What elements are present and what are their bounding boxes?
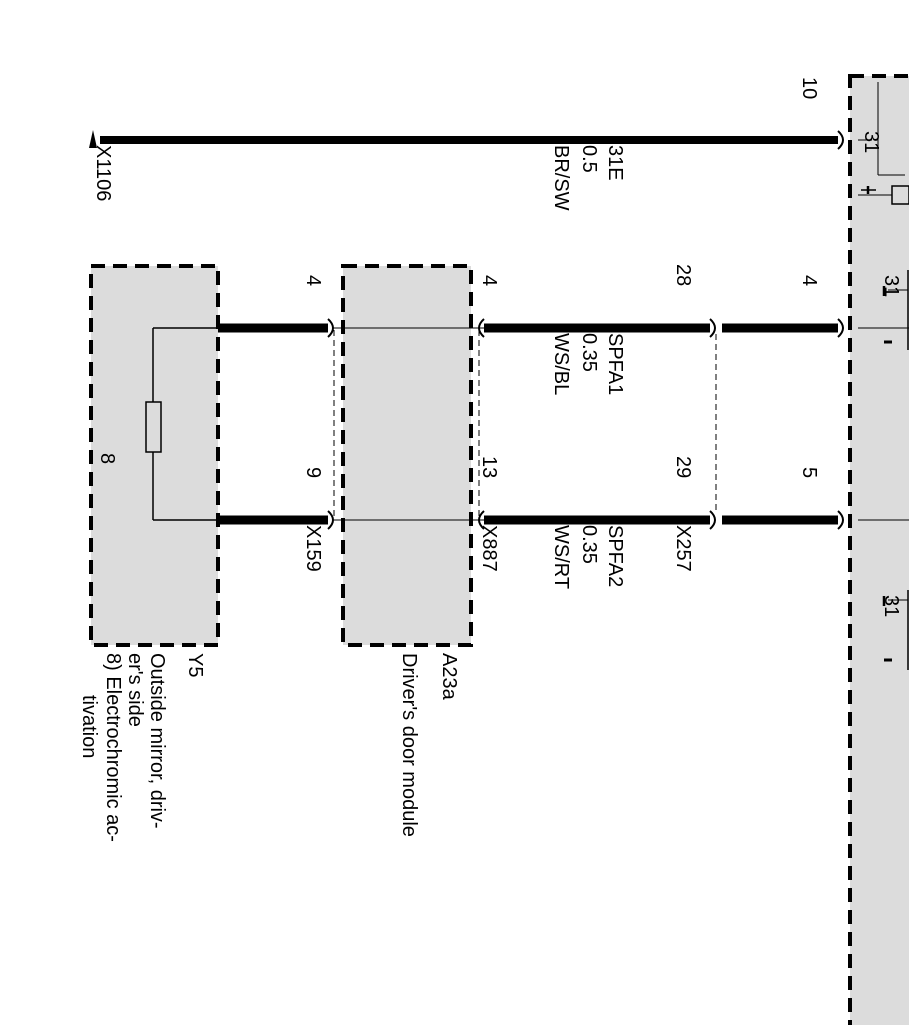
x159-pin-4: 4: [302, 275, 324, 286]
ecu-pin-top: 10: [798, 77, 820, 99]
wire-color-label: BR/SW: [550, 145, 572, 211]
mirror-note-line2: tivation: [78, 695, 100, 758]
connector-label-x257: X257: [672, 525, 694, 572]
x887-pin-13: 13: [478, 456, 500, 478]
ground-symbol-label: 31: [880, 275, 902, 297]
connector-label-x159: X159: [302, 525, 324, 572]
connector-label-x1106: X1106: [92, 145, 114, 201]
door-module-id: A23a: [438, 653, 460, 701]
wire-signal-label: SPFA2: [604, 525, 626, 587]
mirror-component: 8: [89, 264, 220, 647]
wire-color-label: WS/BL: [550, 333, 572, 395]
control-unit-box: [848, 74, 909, 1025]
wire-gauge-label: 0.35: [578, 525, 600, 564]
ecu-pin-5: 5: [798, 467, 820, 478]
ground-symbol-icon: 31: [880, 270, 909, 350]
control-unit: 31: [848, 74, 909, 1025]
ground-symbol-label: 31: [880, 595, 902, 617]
ecu-pin-ground: 31: [860, 131, 882, 153]
door-module-box: [341, 264, 473, 647]
ground-symbol-icon: [861, 186, 876, 194]
connector-fork-icon: [709, 510, 716, 530]
connector-fork-icon: [327, 510, 334, 530]
connector-label-x887: X887: [478, 525, 500, 572]
mirror-name-line2: er's side: [124, 653, 146, 727]
wire-signal-label: SPFA1: [604, 333, 626, 395]
mirror-name-line1: Outside mirror, driv-: [146, 653, 168, 829]
connector-fork-icon: [478, 510, 485, 530]
wire-signal-label: 31E: [604, 145, 626, 181]
x257-pin-29: 29: [672, 456, 694, 478]
control-unit-internal-component: [891, 185, 909, 205]
door-module: [332, 264, 484, 647]
mirror-component-label: 8: [96, 453, 118, 464]
connector-fork-icon: [837, 130, 844, 150]
wire-spfa1: SPFA1 0.35 WS/BL: [218, 318, 844, 395]
x159-pin-9: 9: [302, 467, 324, 478]
wire-31e: 31E 0.5 BR/SW X1106 10: [89, 77, 844, 211]
connector-fork-icon: [327, 318, 334, 338]
door-module-name: Driver's door module: [398, 653, 420, 837]
ecu-pin-4: 4: [798, 275, 820, 286]
x257-pin-28: 28: [672, 264, 694, 286]
x887-pin-4: 4: [478, 275, 500, 286]
mirror-note-line1: 8) Electrochromic ac-: [102, 653, 124, 842]
connector-fork-icon: [709, 318, 716, 338]
mirror-box: [89, 264, 220, 647]
resistor-icon: [145, 401, 162, 453]
ground-symbol-icon: 31: [880, 590, 909, 670]
wire-gauge-label: 0.35: [578, 333, 600, 372]
wire-color-label: WS/RT: [550, 525, 572, 589]
ground-terminal-icon: [89, 130, 97, 148]
connector-fork-icon: [478, 318, 485, 338]
connector-fork-icon: [837, 510, 844, 530]
wire-spfa2: SPFA2 0.35 WS/RT: [218, 510, 844, 589]
connector-fork-icon: [837, 318, 844, 338]
mirror-id: Y5: [184, 653, 206, 677]
wire-gauge-label: 0.5: [578, 145, 600, 173]
